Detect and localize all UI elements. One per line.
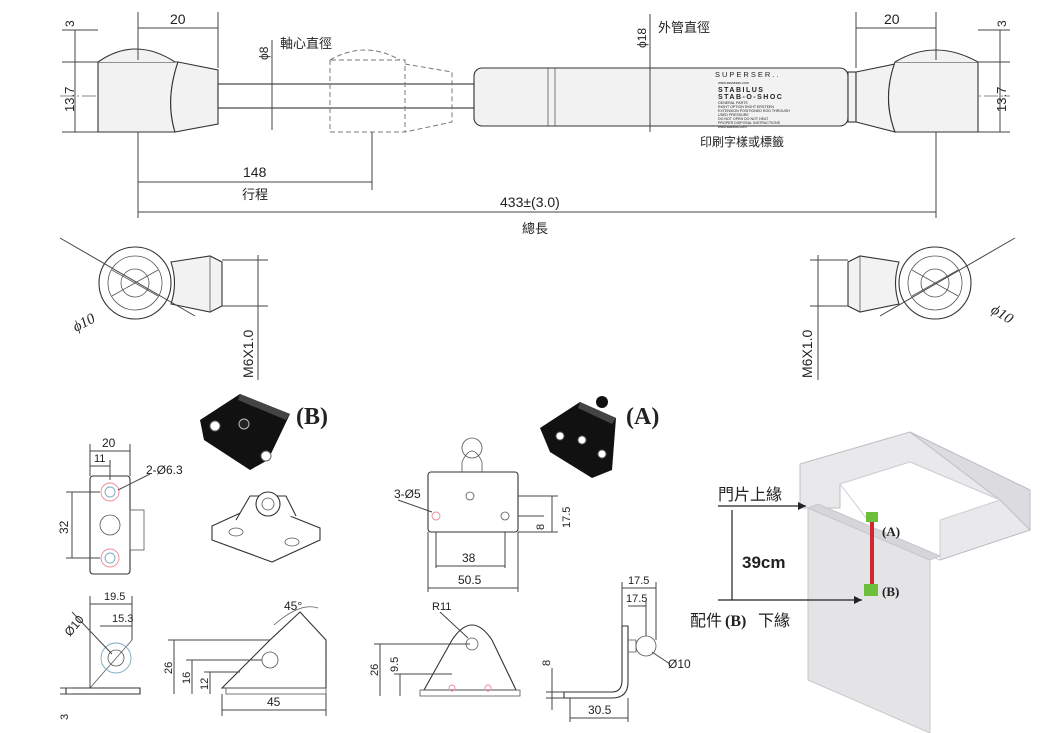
tube-text-line: USED PRESSURE [718,113,749,117]
total-length-value: 433±(3.0) [500,194,560,210]
bracket-a-green [866,512,878,522]
bracket-a-radius: R11 [432,601,451,613]
bracket-b-h2: 16 [181,672,193,684]
bracket-b-label: (B) [296,404,328,430]
rod-diameter: ϕ8 [257,46,271,60]
bracket-b-photo [200,394,290,470]
fitting-edge-prefix: 配件 [690,611,722,630]
ball-socket-right-dia: ϕ10 [988,302,1016,328]
tube-text-line: STABILUS [718,87,764,94]
bracket-b-thick: 3 [59,714,71,720]
bracket-b-iso [211,491,321,563]
fitting-edge-mid: (B) [725,613,746,630]
bracket-a-drawing: (A) 3-Ø5 17.5 8 38 50.5 R11 26 [369,396,691,722]
tube-text-line: SUPERSER.. [715,70,780,79]
install-mark-b: (B) [882,584,899,599]
ball-socket-right: ϕ10 M6X1.0 [799,237,1016,380]
tube-text-line: www.stabilus.com [718,125,747,129]
tube-text-line: STAB-O-SHOC [718,94,783,101]
bracket-a-h2: 8 [535,524,547,530]
height-left: 13.7 [62,87,77,112]
ball-socket-left-dia: ϕ10 [70,310,98,335]
bracket-a-w1: 38 [462,551,476,565]
distance-label: 39cm [742,553,785,572]
thread-left: M6X1.0 [240,330,256,378]
end-offset-right: 3 [995,20,1009,27]
bracket-b-offset: 11 [94,453,105,465]
tube-text-line: EXTENSION POSITIONED ROD THROUGH [718,109,790,113]
tube-text-line: www.ssssssss.com [718,81,749,85]
bracket-b-h1: 26 [163,662,175,674]
tube-text-line: GENERAL PARTS [718,101,748,105]
end-offset-left: 3 [63,20,77,27]
bracket-b-ball: Ø10 [62,612,88,639]
height-right: 13.7 [994,87,1009,112]
tube-diameter-label: 外管直徑 [658,21,710,36]
bracket-a-photo [540,396,616,478]
bracket-a-base: 30.5 [588,703,612,717]
tube-text-line: PROPER DISPOSAL INSTRUCTIONS [718,121,781,125]
tube-print-text: SUPERSER.. www.ssssssss.com STABILUS STA… [715,70,790,129]
end-length-right: 20 [884,11,900,27]
ball-socket-left: ϕ10 M6X1.0 [59,237,268,380]
bracket-b-angle: 45° [284,599,302,613]
bracket-a-side-w1: 17.5 [628,575,649,587]
bracket-a-w2: 50.5 [458,573,482,587]
install-diagram: (A) (B) 門片上緣 39cm 配件 (B) 下緣 [690,431,1031,733]
end-length-left: 20 [170,11,186,27]
bracket-a-holes: 3-Ø5 [394,487,421,501]
bracket-a-thick: 8 [541,660,553,666]
bracket-b-green [864,584,878,596]
tube-diameter: ϕ18 [635,28,649,48]
total-length-label: 總長 [522,221,548,237]
rod-diameter-label: 軸心直徑 [280,37,332,52]
fitting-edge-suffix: 下緣 [758,611,790,630]
fitting-edge-label: 配件 (B) 下緣 [690,611,790,630]
bracket-a-side-w2: 17.5 [626,593,647,605]
stroke-label: 行程 [242,188,268,203]
stroke-value: 148 [243,164,267,180]
thread-right: M6X1.0 [799,330,815,378]
bracket-b-height: 32 [57,520,71,534]
print-label: 印刷字樣或標籤 [700,134,784,149]
bracket-a-h3: 26 [369,664,381,676]
gas-spring-drawing: SUPERSER.. www.ssssssss.com STABILUS STA… [60,11,1010,237]
bracket-a-ball: Ø10 [668,657,691,671]
bracket-a-h1: 17.5 [561,507,573,528]
bracket-b-side-w1: 19.5 [104,591,125,603]
bracket-b-h3: 12 [199,678,211,690]
door-edge-label: 門片上緣 [718,485,782,504]
bracket-a-label: (A) [626,404,659,430]
bracket-b-holes: 2-Ø6.3 [146,463,183,477]
tube-text-line: RIGHT OPTION RIGHT ERSTEEN [718,105,774,109]
bracket-a-h4: 9.5 [389,657,401,672]
bracket-b-base: 45 [267,695,281,709]
bracket-b-width: 20 [102,436,116,450]
bracket-b-side-w2: 15.3 [112,613,133,625]
tube-text-line: DO NOT OPEN DO NOT HEAT [718,117,769,121]
bracket-b-drawing: (B) 20 11 2-Ø6.3 32 [57,394,328,720]
install-mark-a: (A) [882,524,900,539]
